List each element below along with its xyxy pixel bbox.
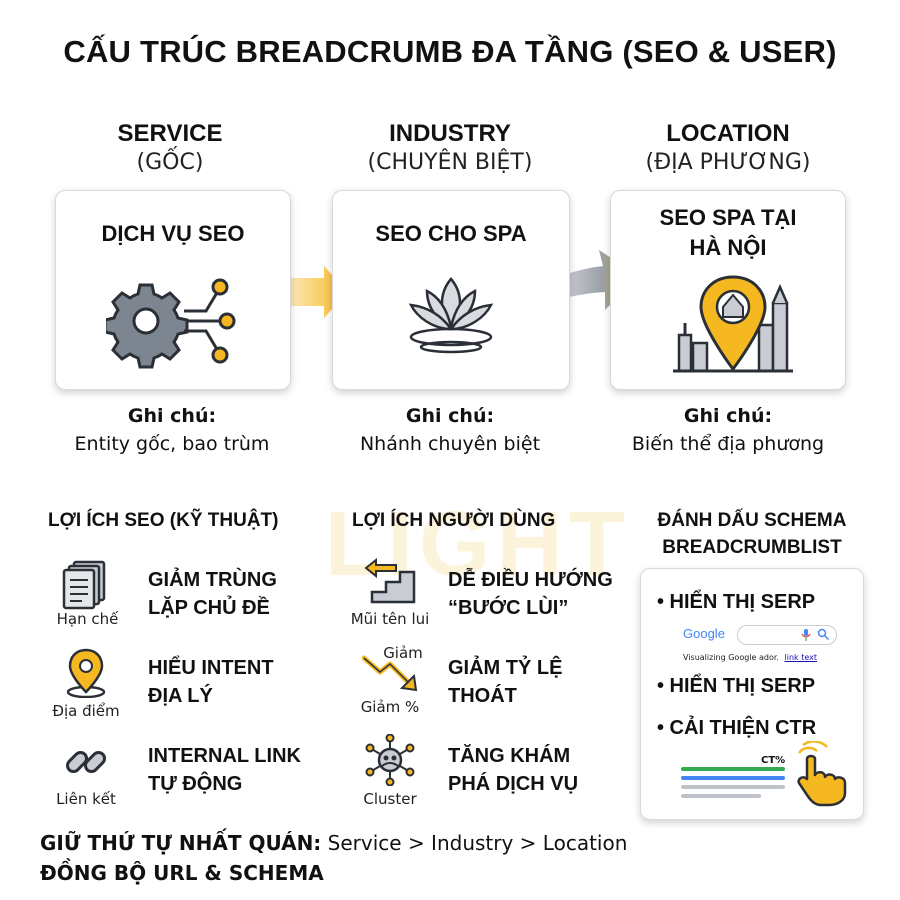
benefit-text: HIỂU INTENT ĐỊA LÝ (148, 657, 274, 707)
documents-icon (62, 560, 106, 610)
column-head: LOCATION (666, 120, 790, 147)
breadcrumb-card-service: DỊCH VỤ SEO (55, 190, 291, 390)
pointer-hand-icon (797, 741, 847, 807)
card-title: DỊCH VỤ SEO (101, 221, 245, 246)
benefit-text: DỄ ĐIỀU HƯỚNG “BƯỚC LÙI” (448, 569, 613, 619)
icon-label: Liên kết (56, 790, 116, 808)
gear-network-icon (106, 278, 236, 369)
city-pin-icon (673, 275, 793, 373)
search-icon[interactable] (817, 628, 830, 641)
note-text: Entity gốc, bao trùm (74, 433, 270, 455)
column-head: INDUSTRY (389, 120, 511, 147)
schema-title: ĐÁNH DẤU SCHEMA BREADCRUMBLIST (657, 510, 847, 558)
icon-label: Hạn chế (56, 610, 119, 628)
page-title: CẤU TRÚC BREADCRUMB ĐA TẦNG (SEO & USER) (63, 34, 837, 69)
schema-bullet-ctr: • CẢI THIỆN CTR (657, 717, 817, 739)
icon-label: Cluster (363, 790, 417, 808)
user-benefits-title: LỢI ÍCH NGƯỜI DÙNG (352, 510, 556, 531)
trend-down-icon (362, 655, 418, 692)
seo-benefits-title: LỢI ÍCH SEO (KỸ THUẬT) (48, 510, 279, 531)
column-header-location: LOCATION (ĐỊA PHƯƠNG) (598, 120, 858, 175)
chain-link-icon (65, 750, 107, 774)
ctr-bar (681, 767, 785, 771)
column-sub: (CHUYÊN BIỆT) (367, 150, 533, 175)
schema-bullet-serp-2: • HIỂN THỊ SERP (657, 675, 816, 697)
icon-label: Giảm % (360, 698, 420, 716)
ctr-label: CT% (761, 755, 786, 766)
note-label: Ghi chú: (405, 405, 495, 427)
footer-line-2: ĐỒNG BỘ URL & SCHEMA (40, 861, 324, 885)
lotus-icon (408, 277, 494, 354)
schema-bullet-serp: • HIỂN THỊ SERP (657, 591, 816, 613)
breadcrumb-card-industry: SEO CHO SPA (332, 190, 570, 390)
google-search-bar[interactable] (737, 625, 837, 645)
card-title: SEO CHO SPA (375, 221, 527, 246)
benefit-text: GIẢM TRÙNG LẶP CHỦ ĐỀ (148, 569, 277, 619)
ctr-bar (681, 785, 785, 789)
schema-card: • HIỂN THỊ SERP Google Visualizing Googl… (640, 568, 864, 820)
note-label: Ghi chú: (683, 405, 773, 427)
footer-line-1: GIỮ THỨ TỰ NHẤT QUÁN: Service > Industry… (40, 828, 627, 858)
benefit-text: TĂNG KHÁM PHÁ DỊCH VỤ (448, 745, 579, 795)
column-sub: (ĐỊA PHƯƠNG) (645, 150, 811, 175)
note-text: Biến thể địa phương (631, 433, 825, 455)
icon-label: Địa điểm (52, 702, 120, 720)
benefit-text: INTERNAL LINK TỰ ĐỘNG (148, 745, 301, 795)
serp-caption: Visualizing Google ador. link text (683, 653, 817, 662)
microphone-icon[interactable] (801, 628, 811, 642)
card-note-service: Ghi chú: Entity gốc, bao trùm (42, 402, 302, 458)
card-note-location: Ghi chú: Biến thể địa phương (598, 402, 858, 458)
footer-rule: GIỮ THỨ TỰ NHẤT QUÁN: Service > Industry… (40, 828, 627, 888)
card-note-industry: Ghi chú: Nhánh chuyên biệt (320, 402, 580, 458)
column-header-industry: INDUSTRY (CHUYÊN BIỆT) (320, 120, 580, 175)
ctr-bar (681, 794, 761, 798)
note-label: Ghi chú: (127, 405, 217, 427)
footer-order: Service > Industry > Location (321, 831, 628, 855)
breadcrumb-card-location: SEO SPA TẠI HÀ NỘI (610, 190, 846, 390)
card-title: SEO SPA TẠI HÀ NỘI (659, 205, 797, 260)
column-head: SERVICE (117, 120, 223, 147)
icon-top-label: Giảm (383, 644, 423, 662)
cluster-icon (365, 734, 415, 786)
serp-caption-text: Visualizing Google ador. (683, 653, 779, 662)
serp-caption-link[interactable]: link text (784, 653, 817, 662)
back-stairs-icon (364, 558, 416, 604)
footer-bold: GIỮ THỨ TỰ NHẤT QUÁN: (40, 831, 322, 855)
note-text: Nhánh chuyên biệt (359, 433, 541, 455)
icon-label: Mũi tên lui (350, 610, 430, 628)
benefit-text: GIẢM TỶ LỆ THOÁT (448, 657, 563, 707)
google-logo: Google (683, 626, 725, 641)
column-sub: (GỐC) (136, 150, 204, 175)
watermark-logo: LIGHT (325, 493, 631, 595)
column-header-service: SERVICE (GỐC) (40, 120, 300, 175)
ctr-bar (681, 776, 785, 780)
location-pin-icon (66, 648, 106, 698)
